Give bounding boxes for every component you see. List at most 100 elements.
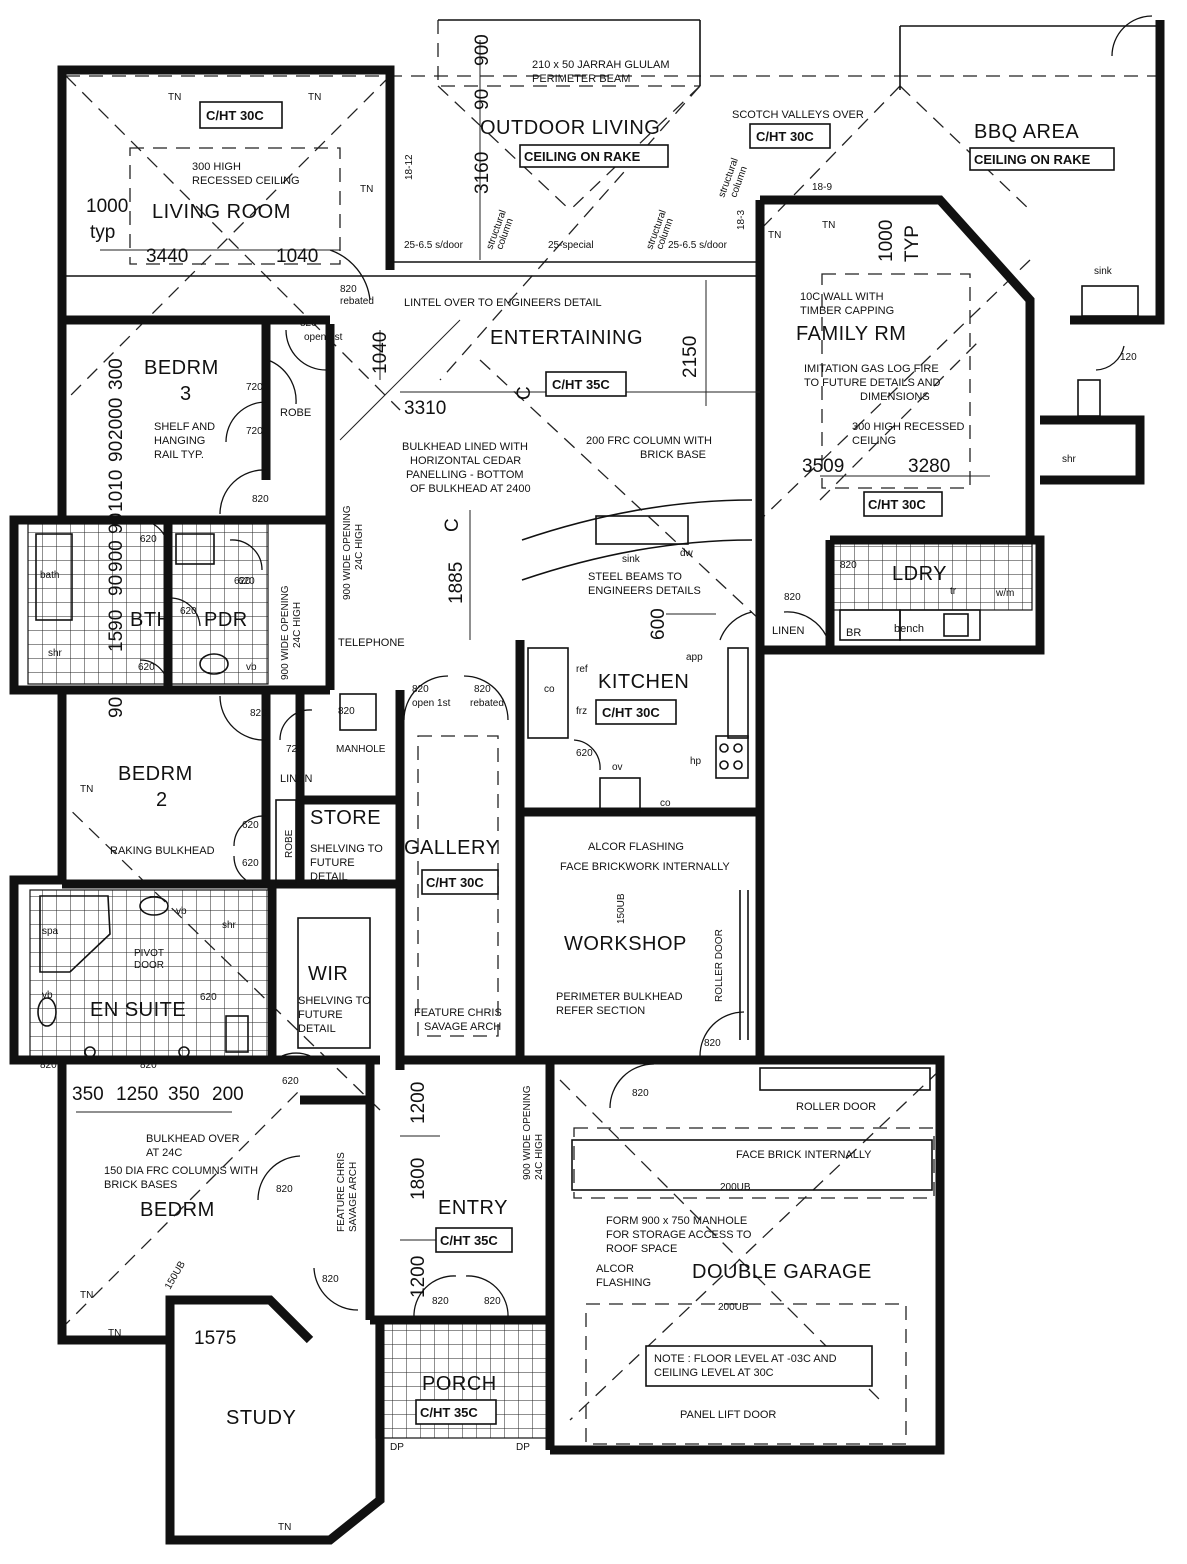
door-width: 820	[474, 684, 491, 695]
note-level-18-12: 18-12	[404, 154, 415, 180]
dim-350-b: 350	[168, 1084, 200, 1105]
door-width: 820	[432, 1296, 449, 1307]
note-pivot-2: DOOR	[134, 960, 164, 971]
dim-90-top: 90	[472, 89, 493, 110]
ceiling-tag-bbq-height: C/HT 30C	[756, 129, 814, 144]
room-workshop: WORKSHOP	[564, 933, 687, 955]
room-entry: ENTRY	[438, 1197, 508, 1219]
note-dp-b: DP	[516, 1442, 530, 1453]
dim-3440: 3440	[146, 246, 188, 267]
dim-90-c: 90	[106, 575, 127, 596]
note-manhole-form-3: ROOF SPACE	[606, 1243, 677, 1255]
note-manhole-form-2: FOR STORAGE ACCESS TO	[606, 1229, 752, 1241]
note-spa: spa	[42, 926, 59, 937]
room-store: STORE	[310, 807, 381, 829]
note-frc-150-1: 150 DIA FRC COLUMNS WITH	[104, 1165, 258, 1177]
note-lintel: LINTEL OVER TO ENGINEERS DETAIL	[404, 297, 602, 309]
centreline-a: C	[514, 386, 535, 400]
note-shr-a: shr	[48, 648, 63, 659]
note-opening-b1: 900 WIDE OPENING	[280, 585, 291, 680]
ceiling-tag-family: C/HT 30C	[868, 497, 926, 512]
note-vb-b: vb	[176, 906, 187, 917]
note-shr-c: shr	[1062, 454, 1077, 465]
dim-90-a: 90	[106, 441, 127, 462]
dim-1200-b: 1200	[408, 1256, 429, 1298]
note-feature-arch-v2: SAVAGE ARCH	[348, 1162, 359, 1232]
door-width: 820	[412, 684, 429, 695]
room-labels: LIVING ROOM OUTDOOR LIVING BBQ AREA ENTE…	[90, 117, 1079, 1429]
tn-marker: TN	[768, 230, 781, 241]
door-width: 620	[576, 748, 593, 759]
room-bedrm3-line1: BEDRM	[144, 357, 219, 379]
ceiling-tag-porch: C/HT 35C	[420, 1405, 478, 1420]
dim-typ-b: TYP	[902, 225, 923, 262]
door-width: 620	[138, 662, 155, 673]
dim-200: 200	[212, 1084, 244, 1105]
note-frz: frz	[576, 706, 587, 717]
room-bedrm2-line1: BEDRM	[118, 763, 193, 785]
door-width: 820	[704, 1038, 721, 1049]
note-bulkhead-2: HORIZONTAL CEDAR	[410, 455, 521, 467]
note-bulkhead-4: OF BULKHEAD AT 2400	[410, 483, 531, 495]
note-steel-2: ENGINEERS DETAILS	[588, 585, 701, 597]
door-width: 820	[484, 1296, 501, 1307]
note-floor-level-1: NOTE : FLOOR LEVEL AT -03C AND	[654, 1353, 837, 1365]
note-recessed-2: RECESSED CEILING	[192, 175, 300, 187]
room-bbq-area: BBQ AREA	[974, 121, 1079, 143]
dim-3160: 3160	[472, 152, 493, 194]
note-wm: w/m	[995, 588, 1014, 599]
note-wir-shelving-1: SHELVING TO	[298, 995, 371, 1007]
door-width: 820	[140, 1060, 157, 1071]
door-width: 820	[276, 1184, 293, 1195]
fixtures	[35, 19, 1161, 1191]
door-width: 820	[300, 318, 317, 329]
note-recessed-1: 300 HIGH	[192, 161, 241, 173]
note-robe-a: ROBE	[280, 407, 311, 419]
door-width: 820	[340, 284, 357, 295]
note-recessed-f1: 300 HIGH RECESSED	[852, 421, 965, 433]
room-entertaining: ENTERTAINING	[490, 327, 643, 349]
note-gas-log-2: TO FUTURE DETAILS AND	[804, 377, 941, 389]
door-width: 820	[338, 706, 355, 717]
note-shr-b: shr	[222, 920, 237, 931]
door-width: 620	[234, 576, 251, 587]
note-bulkhead-3: PANELLING - BOTTOM	[406, 469, 524, 481]
door-width: 820	[252, 494, 269, 505]
dim-1575: 1575	[194, 1328, 236, 1349]
door-width: 620	[238, 576, 255, 587]
door-width: 820	[784, 592, 801, 603]
ceiling-tag-bbq-rake: CEILING ON RAKE	[974, 152, 1091, 167]
door-width: 820	[840, 560, 857, 571]
note-alcor-b2: FLASHING	[596, 1277, 651, 1289]
door-width: 820	[632, 1088, 649, 1099]
notes: 210 x 50 JARRAH GLULAM PERIMETER BEAM SC…	[40, 59, 1113, 1453]
note-floor-level-2: CEILING LEVEL AT 30C	[654, 1367, 774, 1379]
note-feature-arch-v1: FEATURE CHRIS	[336, 1152, 347, 1232]
room-ldry: LDRY	[892, 563, 947, 585]
note-dp-a: DP	[390, 1442, 404, 1453]
room-wir: WIR	[308, 963, 348, 985]
note-level-18-9: 18-9	[812, 182, 832, 193]
dim-1200-a: 1200	[408, 1082, 429, 1124]
door-width: 620	[242, 820, 259, 831]
note-vb-c: vb	[42, 990, 53, 1001]
note-roller-vertical: ROLLER DOOR	[714, 929, 725, 1002]
note-face-brick-b: FACE BRICK INTERNALLY	[736, 1149, 872, 1161]
note-glulam-1: 210 x 50 JARRAH GLULAM	[532, 59, 670, 71]
note-vb-a: vb	[246, 662, 257, 673]
note-open-1st-a: open 1st	[304, 332, 343, 343]
dim-90-b: 90	[106, 513, 127, 534]
tn-marker: TN	[80, 1290, 93, 1301]
note-200ub-b: 200UB	[718, 1302, 749, 1313]
door-width: 120	[1120, 352, 1137, 363]
note-manhole: MANHOLE	[336, 744, 386, 755]
note-150ub-b: 150UB	[163, 1259, 188, 1291]
note-hp: hp	[690, 756, 702, 767]
tn-marker: TN	[108, 1328, 121, 1339]
dim-600: 600	[648, 608, 669, 640]
room-en-suite: EN SUITE	[90, 999, 186, 1021]
room-porch: PORCH	[422, 1373, 497, 1395]
door-width: 720	[286, 744, 303, 755]
note-scotch-valleys: SCOTCH VALLEYS OVER	[732, 109, 864, 121]
dim-3310: 3310	[404, 398, 446, 419]
